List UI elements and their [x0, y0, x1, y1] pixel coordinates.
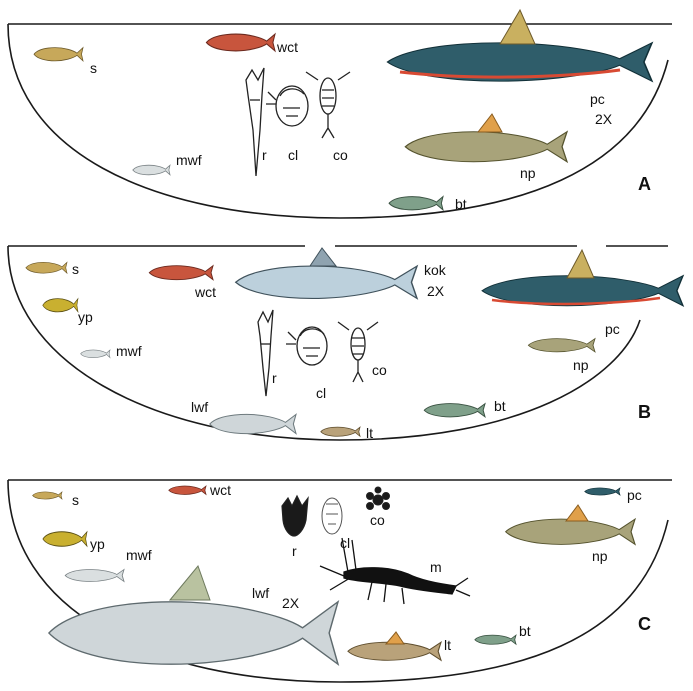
label-kok: kok [424, 262, 447, 278]
label-r-b: r [272, 370, 277, 386]
fish-wct [206, 34, 275, 51]
fish-wct [169, 486, 206, 494]
fish-mwf [65, 570, 124, 582]
label-wct: wct [194, 284, 216, 300]
cladoceran-icon [322, 498, 342, 534]
label-pc: pc [605, 321, 620, 337]
copepod-icon [306, 72, 350, 138]
fish-s [26, 262, 67, 273]
pc-dorsal-fin [567, 250, 594, 278]
label-np: np [520, 165, 536, 181]
copepod-icon [367, 487, 390, 510]
label-r-a: r [262, 147, 267, 163]
fish-kok [236, 266, 417, 298]
panel-c: s wct pc yp np mwf lwf 2X lt bt r [8, 480, 672, 682]
fish-yp [43, 299, 78, 312]
panel-letter-c: C [638, 614, 651, 634]
label-r-c: r [292, 543, 297, 559]
label-co-c: co [370, 512, 385, 528]
label-lwf: lwf [191, 399, 208, 415]
scale-note-b: 2X [427, 283, 445, 299]
label-co-a: co [333, 147, 348, 163]
label-np: np [573, 357, 589, 373]
label-wct: wct [276, 39, 298, 55]
scale-note-c: 2X [282, 595, 300, 611]
fish-mwf [81, 350, 110, 358]
fish-np [528, 339, 595, 352]
label-pc: pc [590, 91, 605, 107]
label-mwf: mwf [176, 152, 202, 168]
rotifer-icon [258, 310, 273, 396]
fish-lwf [49, 602, 338, 664]
pc-dorsal-fin [500, 10, 535, 44]
fish-s [34, 48, 83, 61]
rotifer-icon [282, 496, 308, 536]
label-wct: wct [209, 482, 231, 498]
cladoceran-icon [286, 327, 327, 365]
lt-dorsal-fin [386, 632, 404, 644]
kok-dorsal-fin [310, 248, 336, 266]
label-cl-b: cl [316, 385, 326, 401]
label-co-b: co [372, 362, 387, 378]
fish-pc [585, 488, 620, 495]
label-yp: yp [78, 309, 93, 325]
label-mwf: mwf [126, 547, 152, 563]
label-lt: lt [444, 637, 451, 653]
label-m: m [430, 559, 442, 575]
label-s: s [90, 60, 97, 76]
label-s: s [72, 492, 79, 508]
label-yp: yp [90, 536, 105, 552]
label-cl-c: cl [340, 535, 350, 551]
fish-lt [321, 427, 360, 436]
panel-letter-b: B [638, 402, 651, 422]
label-s: s [72, 261, 79, 277]
label-np: np [592, 548, 608, 564]
fish-mwf [133, 165, 170, 175]
label-bt: bt [455, 196, 467, 212]
cladoceran-icon [266, 86, 308, 126]
fish-s [33, 492, 62, 499]
np-dorsal-fin [566, 505, 588, 521]
fish-yp [43, 532, 87, 546]
fish-lwf [210, 414, 296, 433]
fish-np [506, 519, 635, 544]
label-mwf: mwf [116, 343, 142, 359]
label-bt: bt [494, 398, 506, 414]
label-bt: bt [519, 623, 531, 639]
label-cl-a: cl [288, 147, 298, 163]
fish-bt [475, 635, 516, 644]
panel-a: s wct pc 2X np mwf bt r cl [8, 10, 672, 218]
fish-bt [389, 197, 443, 210]
panel-letter-a: A [638, 174, 651, 194]
label-pc: pc [627, 487, 642, 503]
panel-b: s wct kok 2X yp mwf pc np lwf lt bt [8, 246, 683, 441]
fish-bt [424, 404, 485, 417]
lwf-dorsal-fin [170, 566, 210, 600]
fish-np [405, 132, 567, 162]
fish-wct [149, 266, 213, 280]
label-lt: lt [366, 425, 373, 441]
label-lwf: lwf [252, 585, 269, 601]
scale-note-a: 2X [595, 111, 613, 127]
fish-lt [348, 642, 441, 660]
np-dorsal-fin [478, 114, 502, 132]
